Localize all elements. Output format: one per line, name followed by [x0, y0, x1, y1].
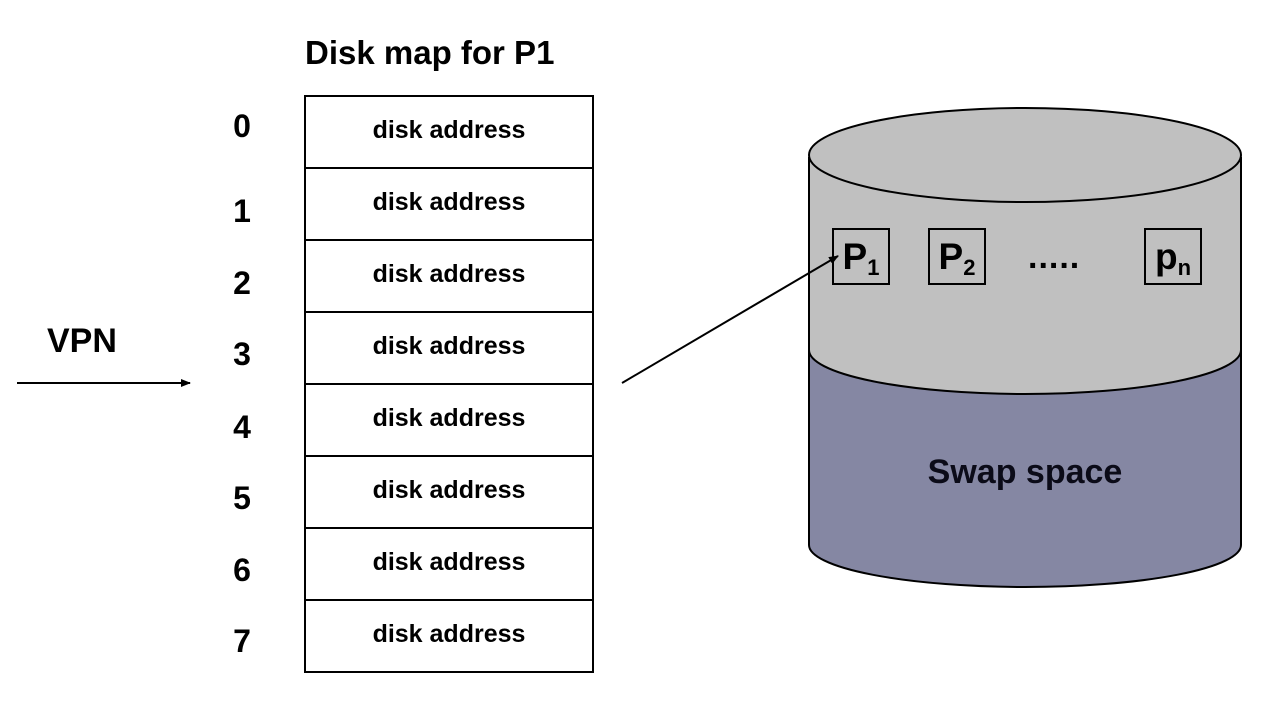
disk-map-table: disk address disk address disk address d… — [304, 95, 594, 673]
table-row: disk address — [306, 313, 592, 385]
table-row: disk address — [306, 169, 592, 241]
page-box-p1: P1 — [832, 228, 890, 285]
row-index-6: 6 — [233, 552, 251, 588]
disk-address-cell: disk address — [372, 188, 526, 216]
disk-address-cell: disk address — [372, 332, 526, 360]
row-index-4: 4 — [233, 409, 251, 445]
table-row: disk address — [306, 97, 592, 169]
page-subscript: 2 — [963, 255, 976, 280]
page-box-p2: P2 — [928, 228, 986, 285]
disk-address-cell: disk address — [372, 260, 526, 288]
page-subscript: n — [1177, 255, 1192, 280]
row-index-7: 7 — [233, 623, 251, 659]
page-label: P — [842, 236, 868, 277]
row-index-0: 0 — [233, 108, 251, 144]
table-row: disk address — [306, 529, 592, 601]
swap-space-label: Swap space — [927, 453, 1123, 491]
row-index-2: 2 — [233, 265, 251, 301]
disk-address-cell: disk address — [372, 116, 526, 144]
table-row: disk address — [306, 241, 592, 313]
disk-address-cell: disk address — [372, 548, 526, 576]
disk-address-cell: disk address — [372, 620, 526, 648]
cylinder-bottom — [808, 544, 1242, 588]
page-label: P — [938, 236, 964, 277]
table-row: disk address — [306, 601, 592, 673]
table-row: disk address — [306, 385, 592, 457]
row-index-1: 1 — [233, 193, 251, 229]
disk-map-title: Disk map for P1 — [305, 34, 555, 71]
vpn-label: VPN — [47, 322, 117, 360]
disk-address-cell: disk address — [372, 476, 526, 504]
cylinder-top — [808, 107, 1242, 203]
ellipsis: ..... — [1028, 238, 1081, 276]
page-box-pn: pn — [1144, 228, 1202, 285]
row-index-5: 5 — [233, 480, 251, 516]
page-label: p — [1154, 236, 1178, 277]
page-subscript: 1 — [867, 255, 880, 280]
row-index-3: 3 — [233, 336, 251, 372]
swap-section — [809, 350, 1241, 587]
table-row: disk address — [306, 457, 592, 529]
disk-address-cell: disk address — [372, 404, 526, 432]
upper-section — [809, 157, 1241, 394]
disk-cylinder — [808, 107, 1242, 588]
